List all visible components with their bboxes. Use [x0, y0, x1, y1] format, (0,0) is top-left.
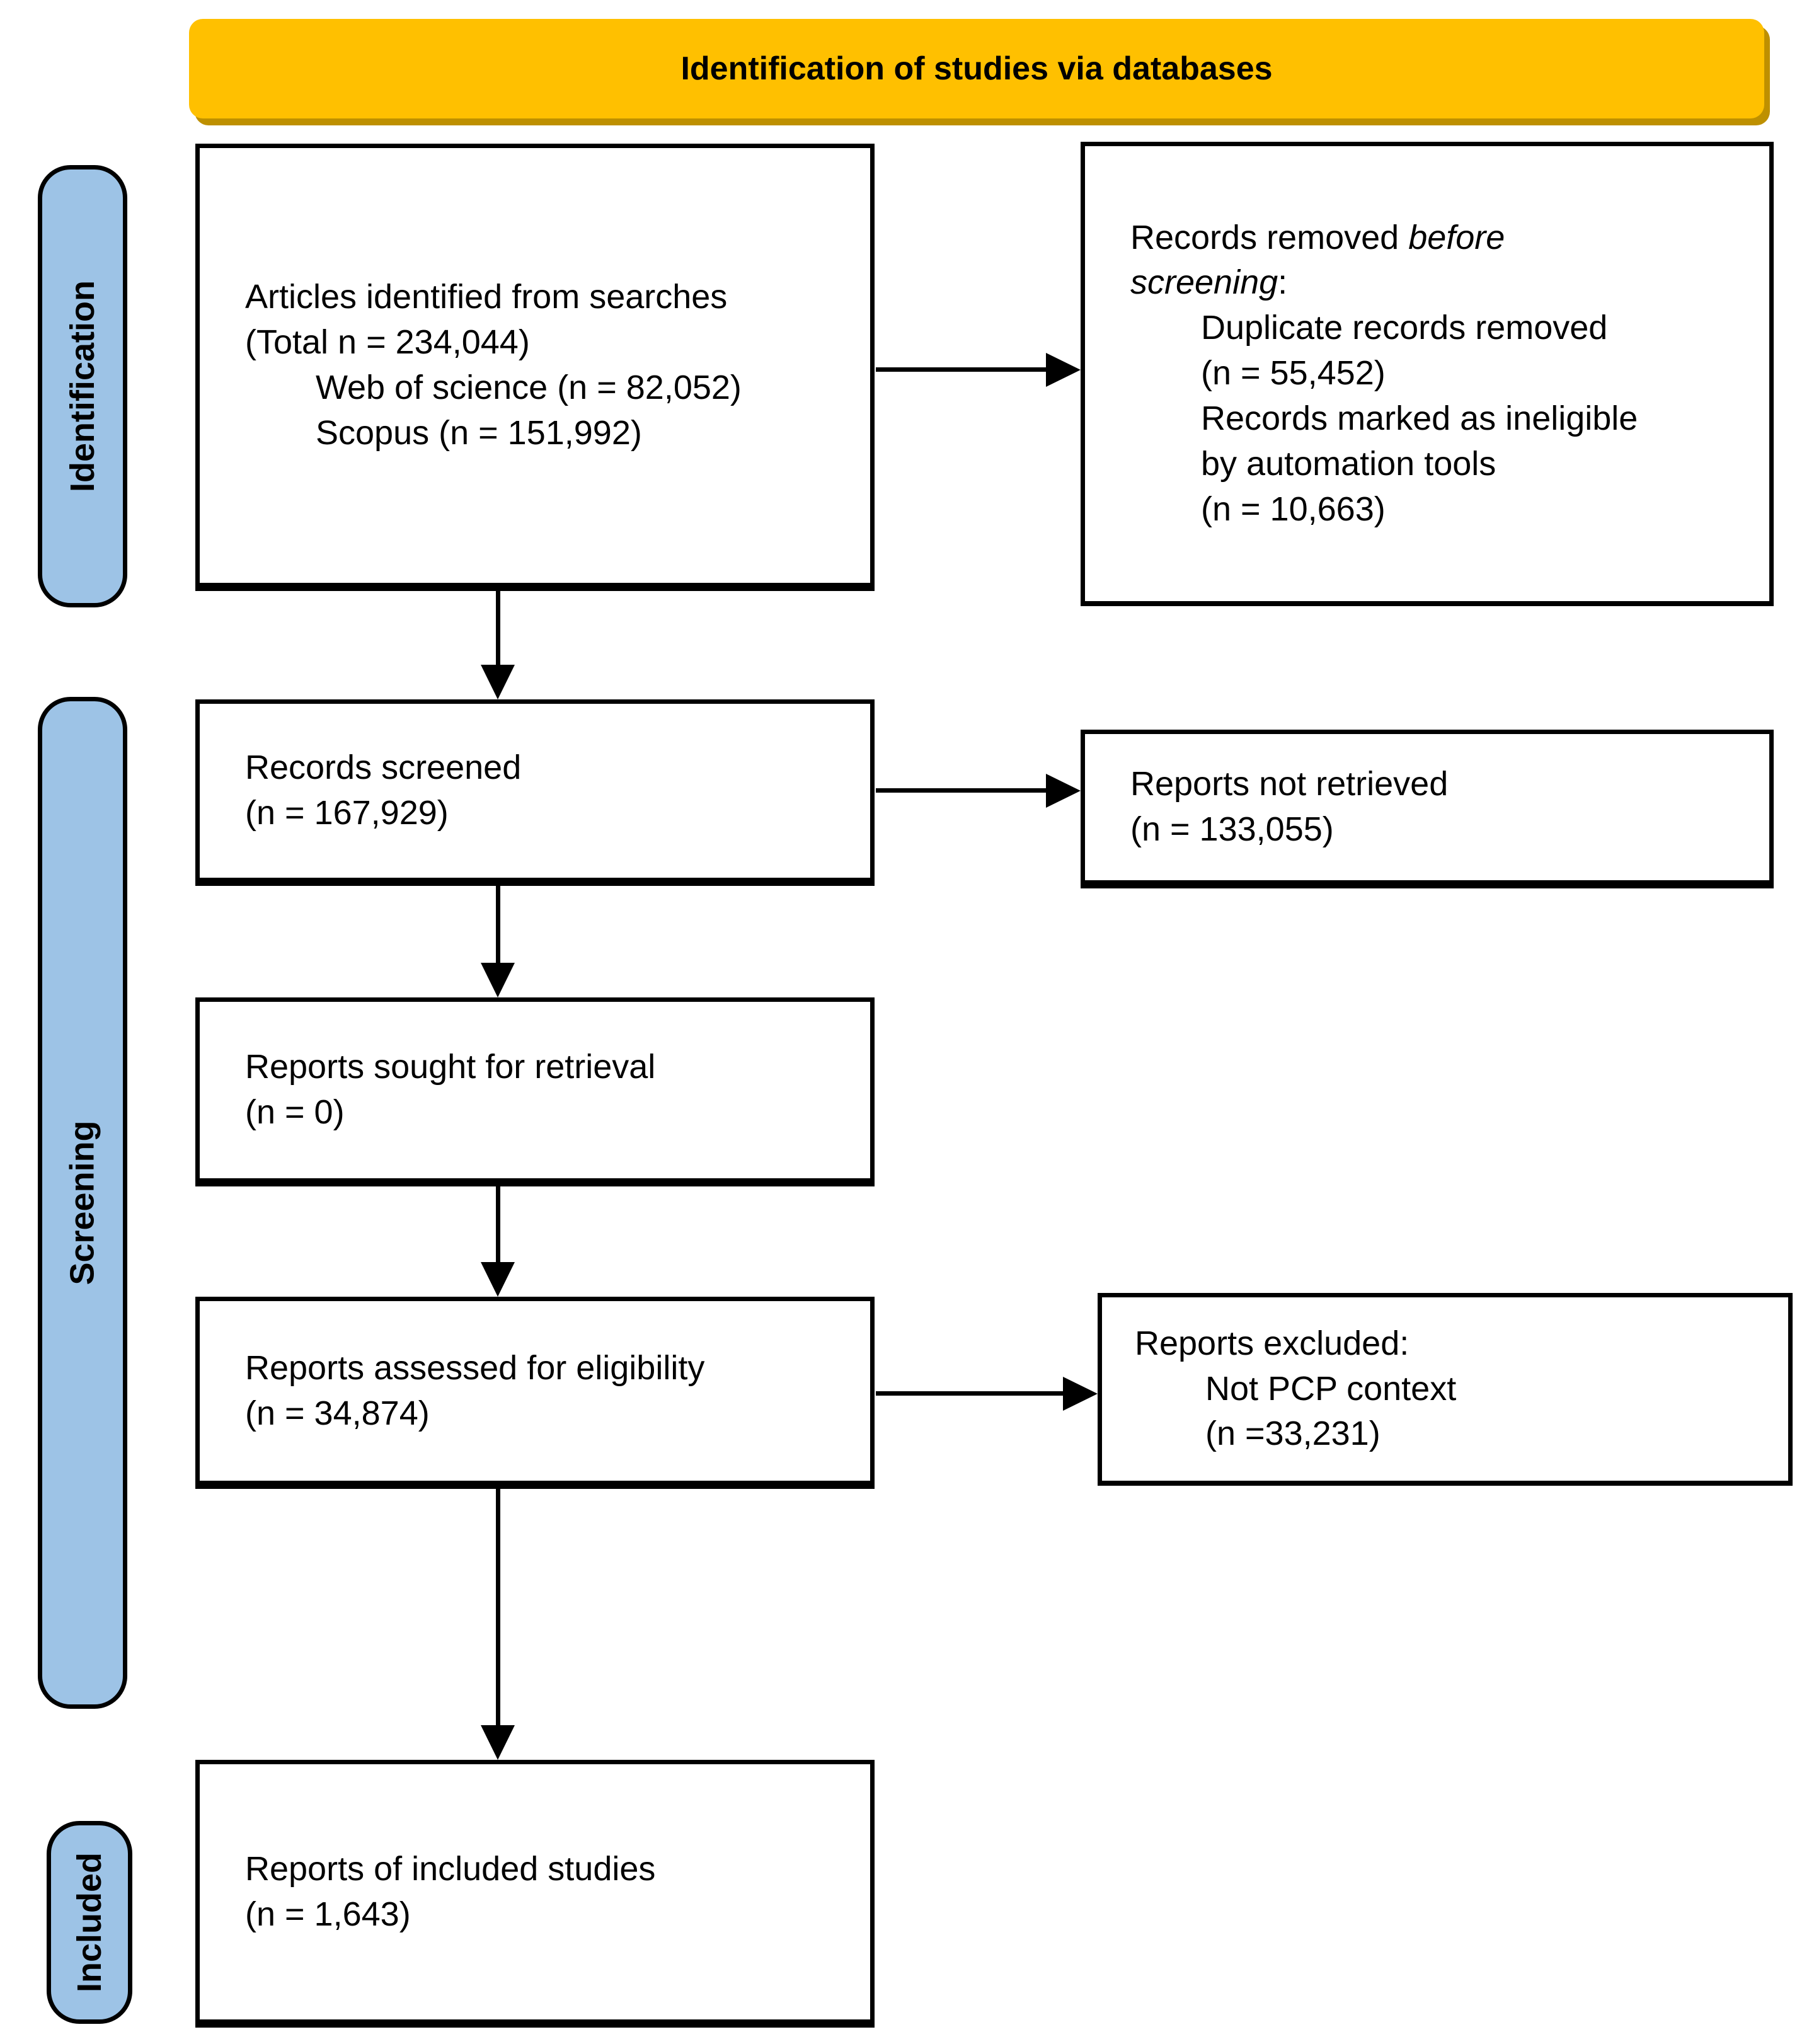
box-line: Records marked as ineligible	[1201, 399, 1638, 437]
box-line: Scopus (n = 151,992)	[316, 413, 642, 452]
box-reports-included: Reports of included studies (n = 1,643)	[195, 1760, 875, 2028]
stage-label-identification: Identification	[38, 165, 127, 607]
box-reports-not-retrieved: Reports not retrieved (n = 133,055)	[1081, 730, 1774, 888]
arrow-assessed-to-excluded-line	[876, 1391, 1063, 1396]
box-line: Web of science (n = 82,052)	[316, 369, 742, 406]
arrow-sought-to-assessed-head	[481, 1262, 515, 1297]
box-line: Reports assessed for eligibility	[245, 1348, 705, 1387]
arrow-identified-to-removed-line	[876, 367, 1046, 372]
box-records-removed: Records removed before screening: Duplic…	[1081, 142, 1774, 606]
arrow-sought-to-assessed-line	[496, 1186, 500, 1264]
box-line: by automation tools	[1201, 444, 1496, 483]
diagram-title: Identification of studies via databases	[680, 50, 1273, 87]
arrow-identified-to-screened-line	[496, 591, 500, 667]
box-line: (n = 1,643)	[245, 1895, 411, 1933]
box-reports-assessed: Reports assessed for eligibility (n = 34…	[195, 1297, 875, 1489]
arrow-assessed-to-included-line	[496, 1489, 500, 1728]
box-line: Reports of included studies	[245, 1849, 656, 1888]
box-line: (n = 34,874)	[245, 1394, 430, 1432]
stage-label-included-text: Included	[71, 1852, 109, 1993]
box-line: screening:	[1130, 263, 1288, 302]
arrow-identified-to-screened-head	[481, 665, 515, 699]
box-line: Not PCP context	[1205, 1369, 1457, 1408]
banner-title: Identification of studies via databases	[189, 19, 1764, 118]
box-records-screened: Records screened (n = 167,929)	[195, 699, 875, 886]
box-line: Reports sought for retrieval	[245, 1048, 656, 1086]
box-line: (n = 167,929)	[245, 794, 449, 832]
box-line: Reports excluded:	[1135, 1324, 1409, 1362]
arrow-screened-to-not-retrieved-head	[1046, 774, 1081, 808]
box-line: (n = 0)	[245, 1093, 345, 1131]
box-line: Records removed before	[1130, 218, 1505, 256]
box-line: (n = 10,663)	[1201, 490, 1386, 528]
arrow-assessed-to-included-head	[481, 1725, 515, 1760]
arrow-screened-to-sought-head	[481, 963, 515, 997]
stage-label-screening-text: Screening	[64, 1120, 101, 1285]
arrow-assessed-to-excluded-head	[1063, 1377, 1098, 1411]
stage-label-identification-text: Identification	[64, 280, 101, 492]
box-line: (n = 133,055)	[1130, 810, 1334, 848]
box-reports-excluded: Reports excluded: Not PCP context (n =33…	[1098, 1293, 1793, 1486]
box-line: (Total n = 234,044)	[245, 323, 530, 362]
box-line: (n =33,231)	[1205, 1415, 1381, 1453]
box-line: Records screened	[245, 749, 522, 787]
box-line: (n = 55,452)	[1201, 354, 1386, 393]
arrow-identified-to-removed-head	[1046, 353, 1081, 387]
box-articles-identified: Articles identified from searches (Total…	[195, 144, 875, 591]
arrow-screened-to-sought-line	[496, 886, 500, 965]
arrow-screened-to-not-retrieved-line	[876, 788, 1046, 793]
box-line: Duplicate records removed	[1201, 309, 1608, 347]
stage-label-screening: Screening	[38, 697, 127, 1709]
box-reports-sought: Reports sought for retrieval (n = 0)	[195, 997, 875, 1186]
box-line: Articles identified from searches	[245, 278, 728, 316]
stage-label-included: Included	[47, 1821, 132, 2024]
box-line: Reports not retrieved	[1130, 765, 1449, 803]
